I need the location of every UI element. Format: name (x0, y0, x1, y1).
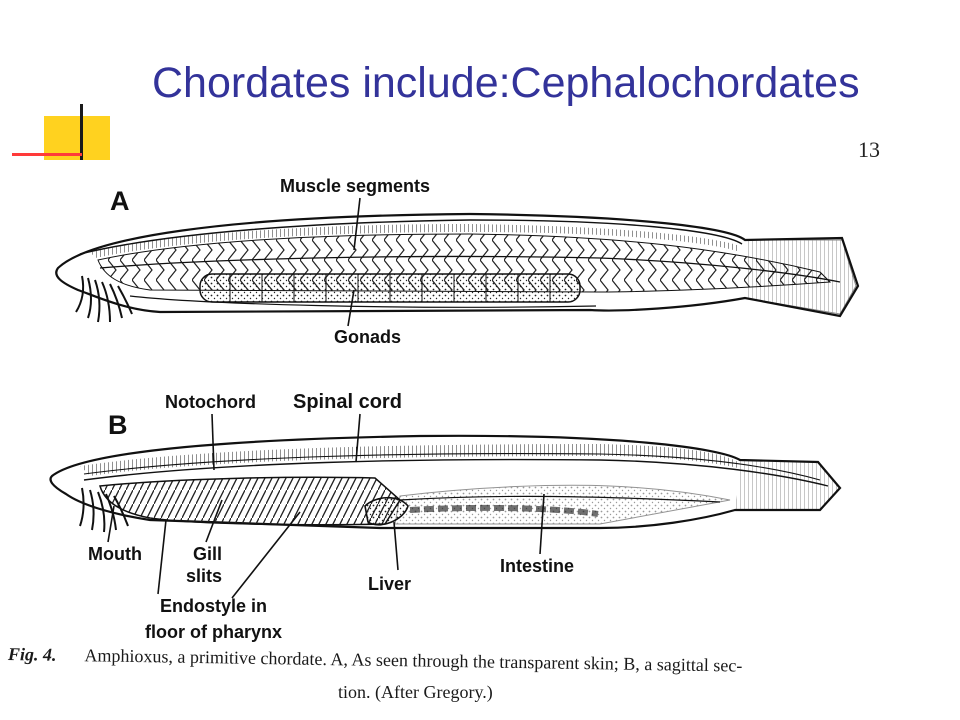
caption-line-2: tion. (After Gregory.) (338, 682, 493, 703)
panel-b-letter: B (108, 410, 128, 440)
figure-caption: Fig. 4. Amphioxus, a primitive chordate. … (8, 640, 948, 715)
panel-a-letter: A (110, 186, 130, 216)
label-endostyle-line2: floor of pharynx (145, 622, 282, 642)
label-intestine: Intestine (500, 556, 574, 576)
caption-text-1: Amphioxus, a primitive chordate. A, As s… (84, 645, 742, 675)
label-mouth: Mouth (88, 544, 142, 564)
label-gonads: Gonads (334, 327, 401, 347)
panel-b-drawing (51, 436, 840, 532)
leader-endostyle (158, 520, 166, 594)
label-slits: slits (186, 566, 222, 586)
label-gill: Gill (193, 544, 222, 564)
label-muscle-segments: Muscle segments (280, 176, 430, 196)
label-notochord: Notochord (165, 392, 256, 412)
label-liver: Liver (368, 574, 411, 594)
caption-line-1: Fig. 4. Amphioxus, a primitive chordate. … (8, 644, 743, 677)
panel-b-tail-fin-rays (735, 460, 840, 510)
panel-b-pharynx (100, 477, 400, 524)
panel-a-drawing (56, 214, 858, 322)
label-endostyle-line1: Endostyle in (160, 596, 267, 616)
panel-a-tail-fin-rays (745, 240, 856, 314)
leader-liver (394, 522, 398, 570)
caption-label: Fig. 4. (8, 644, 57, 665)
label-spinal-cord: Spinal cord (293, 391, 402, 413)
